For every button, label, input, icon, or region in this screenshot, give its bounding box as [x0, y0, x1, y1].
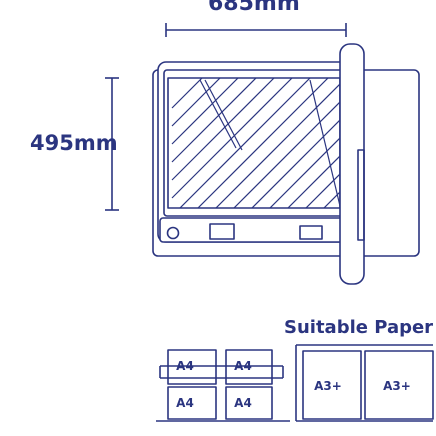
paper-size-label: A4	[176, 396, 194, 410]
control-bar	[159, 217, 359, 243]
outer-frame	[157, 61, 359, 243]
suitable-paper-title: Suitable Paper	[284, 317, 434, 338]
height-label: 495mm	[30, 131, 118, 155]
paper-size-label: A4	[234, 359, 252, 373]
a4-grid	[156, 349, 290, 422]
a3plus-box-2	[364, 350, 434, 420]
a4-box-2	[225, 349, 273, 385]
a3plus-box-1	[302, 350, 362, 420]
a3plus-group	[295, 344, 434, 422]
width-dimension-line	[165, 23, 347, 37]
a4-box-4	[225, 386, 273, 420]
control-button-right	[299, 225, 323, 240]
paper-size-label: A3+	[314, 379, 342, 393]
laminator-body	[152, 43, 420, 285]
height-dimension-line	[105, 77, 119, 211]
width-label: 685mm	[208, 0, 300, 16]
paper-size-label: A4	[234, 396, 252, 410]
a4-box-1	[167, 349, 217, 385]
power-dial	[166, 226, 180, 240]
side-unit	[339, 43, 365, 285]
control-panel	[166, 223, 323, 240]
a4-box-3	[167, 386, 217, 420]
paper-size-label: A4	[176, 359, 194, 373]
control-button-left	[209, 223, 235, 240]
side-slot	[357, 149, 365, 241]
paper-size-label: A3+	[383, 379, 411, 393]
